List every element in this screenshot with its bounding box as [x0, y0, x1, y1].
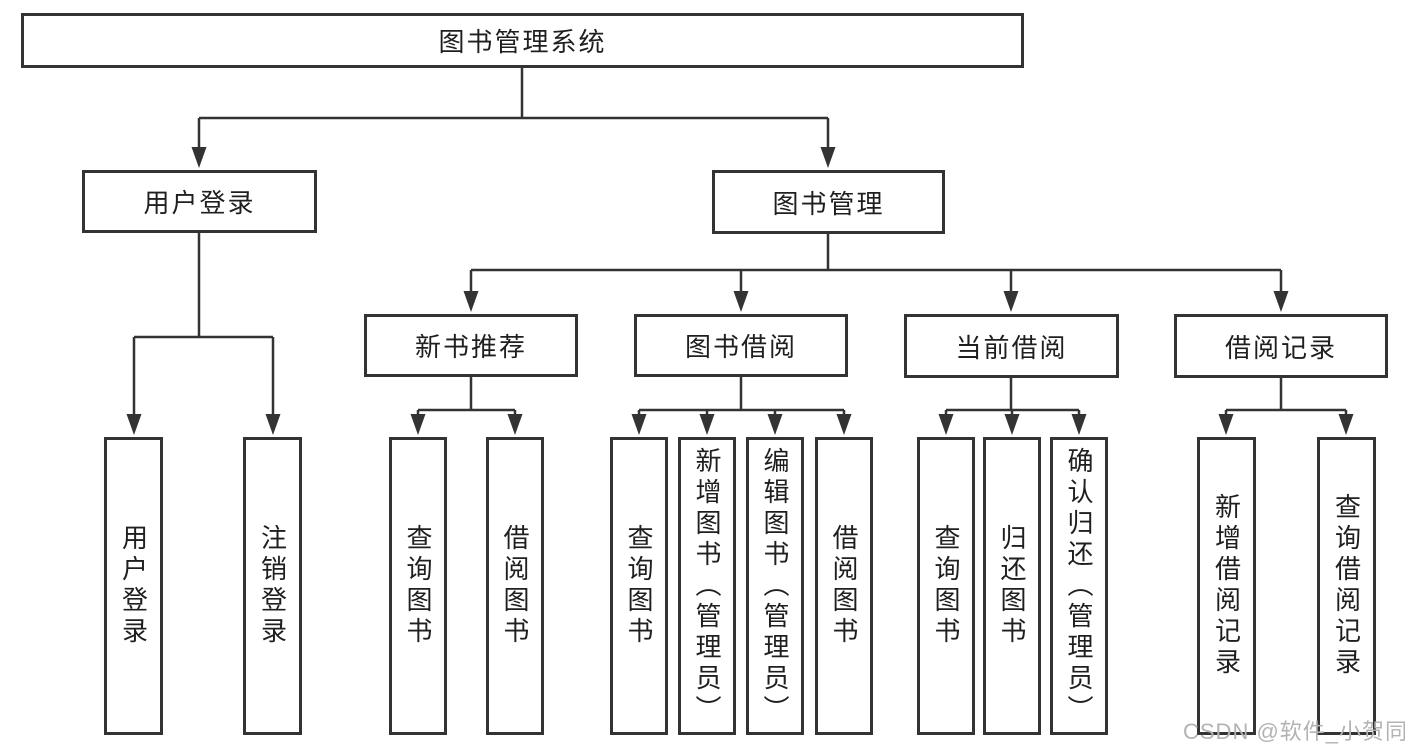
- arrowhead: [265, 414, 281, 435]
- arrowheads: [126, 147, 1354, 435]
- arrowhead: [836, 414, 852, 435]
- leaf-label: 用户登录: [118, 524, 149, 648]
- node-label: 图书管理系统: [438, 27, 607, 57]
- arrowhead: [631, 414, 647, 435]
- arrowhead: [463, 291, 479, 312]
- leaf-label: 新增借阅记录: [1211, 493, 1242, 679]
- leaf-query-books-borrow: 查询图书: [610, 437, 668, 735]
- leaf-add-borrow-record: 新增借阅记录: [1197, 437, 1256, 735]
- arrowhead: [767, 414, 783, 435]
- arrowhead: [1273, 291, 1289, 312]
- node-label: 用户登录: [143, 188, 256, 218]
- node-label: 借阅记录: [1224, 332, 1337, 363]
- leaf-label: 查询图书: [624, 524, 654, 648]
- leaf-logout: 注销登录: [243, 437, 302, 735]
- node-book-borrow: 图书借阅: [634, 314, 848, 377]
- arrowhead: [733, 291, 749, 312]
- leaf-label: 编辑图书（管理员）: [760, 446, 790, 726]
- leaf-query-books-recommend: 查询图书: [389, 437, 447, 735]
- leaf-confirm-return-admin: 确认归还（管理员）: [1050, 437, 1108, 735]
- leaf-user-login: 用户登录: [104, 437, 163, 735]
- leaf-label: 注销登录: [257, 524, 288, 648]
- arrowhead: [1004, 414, 1020, 435]
- arrowhead: [699, 414, 715, 435]
- leaf-label: 查询借阅记录: [1331, 493, 1362, 679]
- arrowhead: [1071, 414, 1087, 435]
- leaf-label: 查询图书: [931, 524, 961, 648]
- node-label: 图书管理: [772, 188, 885, 219]
- leaf-borrow-books-recommend: 借阅图书: [486, 437, 544, 735]
- node-label: 图书借阅: [684, 332, 797, 362]
- node-user-login: 用户登录: [82, 170, 317, 233]
- leaf-label: 确认归还（管理员）: [1064, 446, 1094, 726]
- leaf-borrow-books: 借阅图书: [815, 437, 873, 735]
- arrowhead: [1003, 291, 1019, 312]
- leaf-query-borrow-record: 查询借阅记录: [1317, 437, 1376, 735]
- node-new-book-recommend: 新书推荐: [364, 314, 578, 377]
- leaf-add-books-admin: 新增图书（管理员）: [678, 437, 736, 735]
- node-label: 当前借阅: [955, 332, 1068, 363]
- leaf-label: 借阅图书: [500, 524, 530, 648]
- leaf-return-books: 归还图书: [983, 437, 1041, 735]
- node-book-management: 图书管理: [712, 170, 945, 234]
- leaf-label: 借阅图书: [829, 524, 859, 648]
- node-library-management-system: 图书管理系统: [21, 13, 1024, 68]
- node-label: 新书推荐: [414, 332, 527, 362]
- arrowhead: [938, 414, 954, 435]
- arrowhead: [820, 147, 836, 168]
- arrowhead: [1218, 414, 1234, 435]
- leaf-label: 查询图书: [403, 524, 433, 648]
- arrowhead: [1338, 414, 1354, 435]
- node-current-borrow: 当前借阅: [904, 314, 1119, 378]
- leaf-query-books-current: 查询图书: [917, 437, 975, 735]
- leaf-label: 归还图书: [997, 524, 1027, 648]
- leaf-label: 新增图书（管理员）: [692, 446, 722, 726]
- watermark-text: CSDN @软件_小贺同学: [1183, 719, 1405, 744]
- arrowhead: [507, 414, 523, 435]
- arrowhead: [410, 414, 426, 435]
- arrowhead: [126, 414, 142, 435]
- leaf-edit-books-admin: 编辑图书（管理员）: [746, 437, 804, 735]
- arrowhead: [191, 147, 207, 168]
- node-borrow-records: 借阅记录: [1174, 314, 1388, 378]
